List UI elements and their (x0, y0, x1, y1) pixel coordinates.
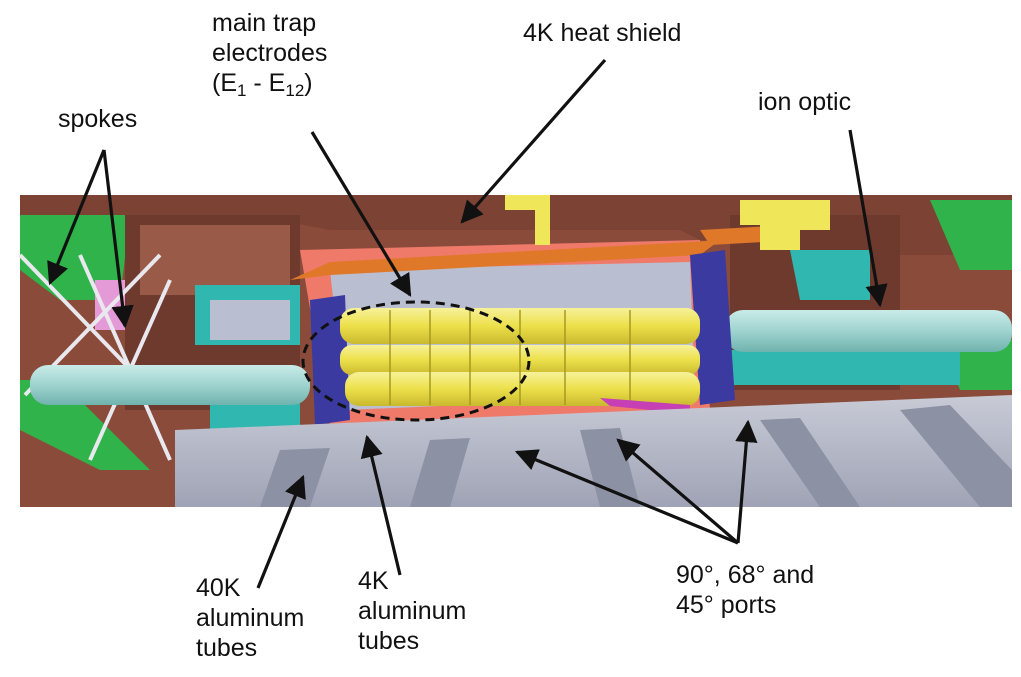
label-ports-line1: 90°, 68° and (676, 561, 815, 589)
label-heat-shield: 4K heat shield (523, 19, 682, 47)
cyan-bracket-right (790, 250, 870, 300)
arrow-4k-tubes (360, 434, 402, 576)
label-main-trap-sub1: 1 (237, 81, 247, 100)
label-40k-tubes: 40K aluminum tubes (196, 573, 304, 663)
label-main-trap-sub2: 12 (285, 81, 305, 100)
arrow-40k-tubes (256, 474, 306, 589)
label-4k-line3: tubes (358, 627, 420, 655)
yellow-post-right (740, 200, 830, 250)
cad-render (18, 195, 1012, 507)
label-40k-line2: aluminum (196, 604, 305, 632)
label-40k-line1: 40K (196, 574, 241, 602)
arrow-port-45 (735, 419, 758, 544)
main-trap-highlight (301, 300, 531, 422)
arrow-spokes-2 (102, 149, 134, 329)
label-main-trap: main trap electrodes (E1 - E12) (212, 8, 328, 100)
navy-endplate-right (690, 250, 735, 405)
label-4k-tubes: 4K aluminum tubes (358, 566, 466, 656)
arrow-port-90 (514, 449, 739, 545)
label-main-trap-line1: main trap (212, 9, 317, 37)
label-4k-line2: aluminum (358, 597, 467, 625)
electrode-rods (340, 308, 700, 406)
label-spokes: spokes (58, 105, 138, 133)
arrow-ion-optic (848, 129, 888, 308)
left-housing-face (140, 225, 290, 295)
arrow-spokes-1 (47, 149, 106, 286)
label-main-trap-open: (E (212, 69, 237, 97)
arrow-main-trap (310, 131, 412, 297)
ion-optic-tube-right (725, 310, 1012, 352)
orange-strip (290, 240, 720, 280)
ion-optic-tube-left (30, 365, 310, 405)
label-main-trap-line2: electrodes (212, 39, 328, 67)
label-main-trap-close: ) (304, 69, 313, 97)
label-main-trap-dash: - E (246, 69, 286, 97)
label-ion-optic: ion optic (758, 88, 852, 116)
arrow-heat-shield (460, 58, 607, 224)
cyan-rail-right (720, 350, 960, 385)
green-block-right (930, 200, 1012, 270)
label-main-trap-line3: (E1 - E12) (212, 68, 327, 100)
label-ports-line2: 45° ports (676, 591, 777, 619)
annotation-arrows (47, 58, 888, 589)
label-40k-line3: tubes (196, 634, 258, 662)
label-4k-line1: 4K (358, 567, 389, 595)
yellow-post-center (505, 195, 550, 245)
grey-plate-left (210, 300, 290, 340)
arrow-port-68 (616, 438, 740, 545)
label-ports: 90°, 68° and 45° ports (676, 560, 814, 620)
